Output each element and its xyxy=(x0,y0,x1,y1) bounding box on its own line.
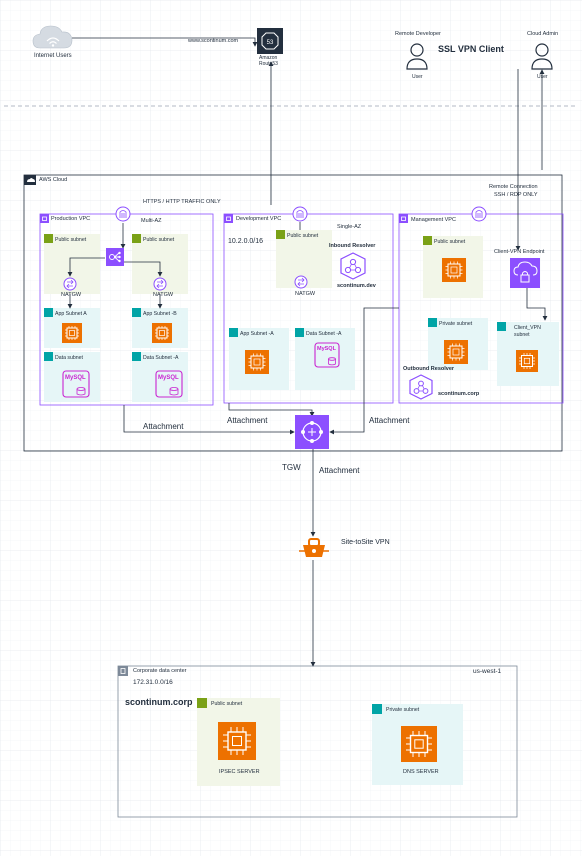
production-vpc-icon xyxy=(40,214,49,223)
prod-data-subnet-a-label: Data Subnet -A xyxy=(143,355,179,361)
dev-mysql-label: MySQL xyxy=(317,346,336,352)
remote-developer-user-icon xyxy=(406,43,428,70)
multi-az-label: Multi-AZ xyxy=(141,218,162,224)
dev-cidr-label: 10.2.0.0/16 xyxy=(228,238,264,245)
cloud-admin-label: Cloud Admin xyxy=(527,31,559,37)
prod-public-subnet-2-label: Public subnet xyxy=(143,237,175,243)
aws-cloud-title: AWS Cloud xyxy=(39,177,68,183)
mgmt-private-ec2-icon[interactable] xyxy=(444,340,468,364)
prod-natgw-2-label: NATGW xyxy=(153,292,174,298)
site-to-site-vpn-icon[interactable] xyxy=(299,537,329,561)
mgmt-public-ec2-icon[interactable] xyxy=(442,258,466,282)
route53-icon[interactable]: 53 xyxy=(257,28,283,54)
corporate-dc-group xyxy=(117,665,518,818)
dev-app-subnet-a-label: App Subnet -A xyxy=(240,331,274,337)
inbound-resolver-icon[interactable] xyxy=(339,252,367,280)
tgw-label: TGW xyxy=(282,463,301,472)
dev-ec2-icon[interactable] xyxy=(245,350,269,374)
transit-gateway-icon[interactable] xyxy=(295,415,329,449)
production-vpc-title: Production VPC xyxy=(51,216,91,222)
dns-server-label: DNS SERVER xyxy=(403,769,439,775)
attachment-left-label: Attachment xyxy=(143,422,184,431)
ssl-vpn-client-label: SSL VPN Client xyxy=(438,44,504,54)
development-igw-icon[interactable] xyxy=(292,206,308,222)
remote-developer-user-label: User xyxy=(412,74,423,80)
corporate-dc-region: us-west-1 xyxy=(473,668,502,675)
management-igw-icon[interactable] xyxy=(471,206,487,222)
dev-public-subnet-label: Public subnet xyxy=(287,233,319,239)
prod-data-subnet-label: Data subnet xyxy=(55,355,83,361)
svg-text:53: 53 xyxy=(267,40,274,46)
prod-app-subnet-b-label: App Subnet -B xyxy=(143,311,177,317)
client-vpn-endpoint-label: Client-VPN Endpoint xyxy=(494,249,545,255)
attachment-right-label: Attachment xyxy=(369,416,410,425)
site-to-site-vpn-label: Site-toSite VPN xyxy=(341,539,390,546)
remote-developer-label: Remote Developer xyxy=(395,31,441,37)
internet-users-label: Internet Users xyxy=(34,53,72,59)
mgmt-private-subnet-label: Private subnet xyxy=(439,321,473,327)
corporate-dc-domain: scontinum.corp xyxy=(125,697,193,707)
load-balancer-icon[interactable] xyxy=(106,248,124,266)
prod-mysql-label-2: MySQL xyxy=(158,375,179,381)
cloud-admin-user-label: User xyxy=(537,74,548,80)
development-vpc-group xyxy=(223,213,394,404)
prod-ec2-b-icon[interactable] xyxy=(152,323,172,343)
prod-mysql-icon-1[interactable]: MySQL xyxy=(62,370,90,398)
route53-label-1: Amazon xyxy=(259,55,278,61)
https-note: HTTPS / HTTP TRAFFIC ONLY xyxy=(143,199,221,205)
cloud-admin-user-icon xyxy=(531,43,553,70)
route53-label-2: Route53 xyxy=(259,61,278,67)
dev-data-subnet-a xyxy=(295,328,355,390)
dc-public-subnet-label: Public subnet xyxy=(211,701,243,707)
ssh-rdp-label: SSH / RDP ONLY xyxy=(494,192,538,198)
prod-app-subnet-a-label: App Subnet A xyxy=(55,311,87,317)
inbound-resolver-label: Inbound Resolver xyxy=(329,243,376,249)
internet-users-icon xyxy=(32,25,73,49)
outbound-resolver-icon[interactable] xyxy=(408,374,434,400)
dns-server-icon[interactable] xyxy=(401,726,437,762)
attachment-down-label: Attachment xyxy=(319,466,360,475)
mgmt-public-subnet-label: Public subnet xyxy=(434,239,466,245)
ipsec-server-label: IPSEC SERVER xyxy=(219,769,260,775)
client-vpn-subnet-label-2: subnet xyxy=(514,332,530,338)
management-vpc-title: Management VPC xyxy=(411,217,456,223)
prod-data-subnet-a xyxy=(132,352,188,402)
client-vpn-ec2-icon[interactable] xyxy=(516,350,538,372)
outbound-resolver-label: Outbound Resolver xyxy=(403,366,455,372)
ipsec-server-icon[interactable] xyxy=(218,722,256,760)
connections xyxy=(67,37,548,667)
development-vpc-icon xyxy=(224,214,233,223)
client-vpn-endpoint-icon[interactable] xyxy=(510,258,540,288)
dev-data-subnet-a-label: Data Subnet -A xyxy=(306,331,342,337)
dev-mysql-icon[interactable]: MySQL xyxy=(314,342,340,368)
mgmt-domain-label: scontinum.corp xyxy=(438,391,480,397)
corporate-dc-icon xyxy=(118,666,128,676)
prod-natgw-1-label: NATGW xyxy=(61,292,82,298)
web-url-label: www.scontinum.com xyxy=(188,38,239,44)
production-igw-icon[interactable] xyxy=(115,206,131,222)
aws-cloud-icon xyxy=(24,175,36,185)
dc-private-subnet-label: Private subnet xyxy=(386,707,420,713)
prod-natgw-2-icon[interactable] xyxy=(153,277,167,291)
single-az-label: Single-AZ xyxy=(337,224,362,230)
prod-data-subnet xyxy=(44,352,100,402)
management-vpc-icon xyxy=(399,214,408,223)
attachment-mid-label: Attachment xyxy=(227,416,268,425)
prod-ec2-a-icon[interactable] xyxy=(62,323,82,343)
remote-connection-label: Remote Connection xyxy=(489,184,538,190)
development-vpc-title: Development VPC xyxy=(236,216,282,222)
dev-natgw-label: NATGW xyxy=(295,291,316,297)
client-vpn-subnet-label-1: Client_VPN xyxy=(514,325,541,331)
prod-public-subnet-1-label: Public subnet xyxy=(55,237,87,243)
dev-domain-label: scontinum.dev xyxy=(337,283,376,289)
prod-mysql-label-1: MySQL xyxy=(65,375,86,381)
corporate-dc-cidr: 172.31.0.0/16 xyxy=(133,679,173,686)
corporate-dc-title: Corporate data center xyxy=(133,668,187,674)
prod-natgw-1-icon[interactable] xyxy=(63,277,77,291)
dev-natgw-icon[interactable] xyxy=(294,275,308,289)
aws-cloud-group xyxy=(23,174,563,452)
prod-mysql-icon-2[interactable]: MySQL xyxy=(155,370,183,398)
